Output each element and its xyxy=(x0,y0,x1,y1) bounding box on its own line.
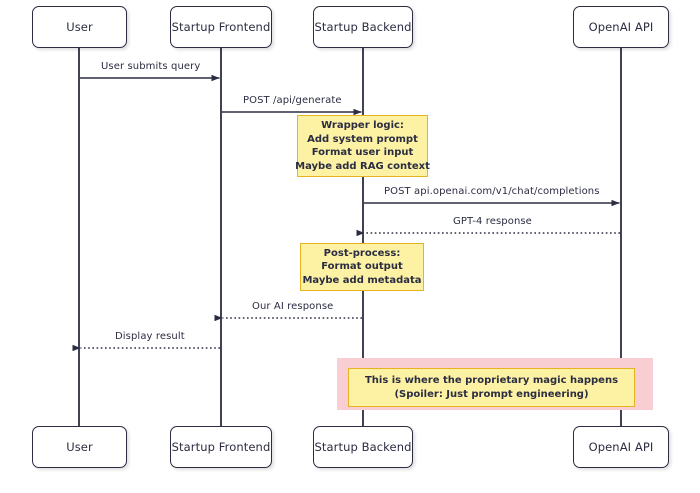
note-proprietary-magic: This is where the proprietary magic happ… xyxy=(348,368,635,407)
actor-box-top-openai[interactable]: OpenAI API xyxy=(573,6,669,48)
actor-box-top-backend[interactable]: Startup Backend xyxy=(313,6,413,48)
note-line: Format user input xyxy=(311,147,414,158)
message-label-m6: Display result xyxy=(115,331,185,342)
note-line: (Spoiler: Just prompt engineering) xyxy=(394,388,589,400)
note-line: This is where the proprietary magic happ… xyxy=(364,375,619,386)
message-label-m5: Our AI response xyxy=(252,301,334,312)
note-line: Post-process: xyxy=(323,247,401,259)
note-line: Add system prompt xyxy=(307,133,418,145)
actor-box-bottom-user[interactable]: User xyxy=(32,426,127,468)
note-line: Maybe add RAG context xyxy=(295,160,430,172)
actor-box-top-frontend[interactable]: Startup Frontend xyxy=(170,6,272,48)
note-line: Maybe add metadata xyxy=(302,274,422,286)
note-line: Wrapper logic: xyxy=(321,120,404,131)
message-label-m1: User submits query xyxy=(101,61,201,72)
message-label-m4: GPT-4 response xyxy=(453,216,532,227)
note-line: Format output xyxy=(321,261,403,273)
actor-box-bottom-frontend[interactable]: Startup Frontend xyxy=(170,426,272,468)
message-label-m3: POST api.openai.com/v1/chat/completions xyxy=(384,186,600,197)
actor-box-top-user[interactable]: User xyxy=(32,6,127,48)
message-label-m2: POST /api/generate xyxy=(243,95,342,106)
actor-box-bottom-backend[interactable]: Startup Backend xyxy=(313,426,413,468)
actor-box-bottom-openai[interactable]: OpenAI API xyxy=(573,426,669,468)
